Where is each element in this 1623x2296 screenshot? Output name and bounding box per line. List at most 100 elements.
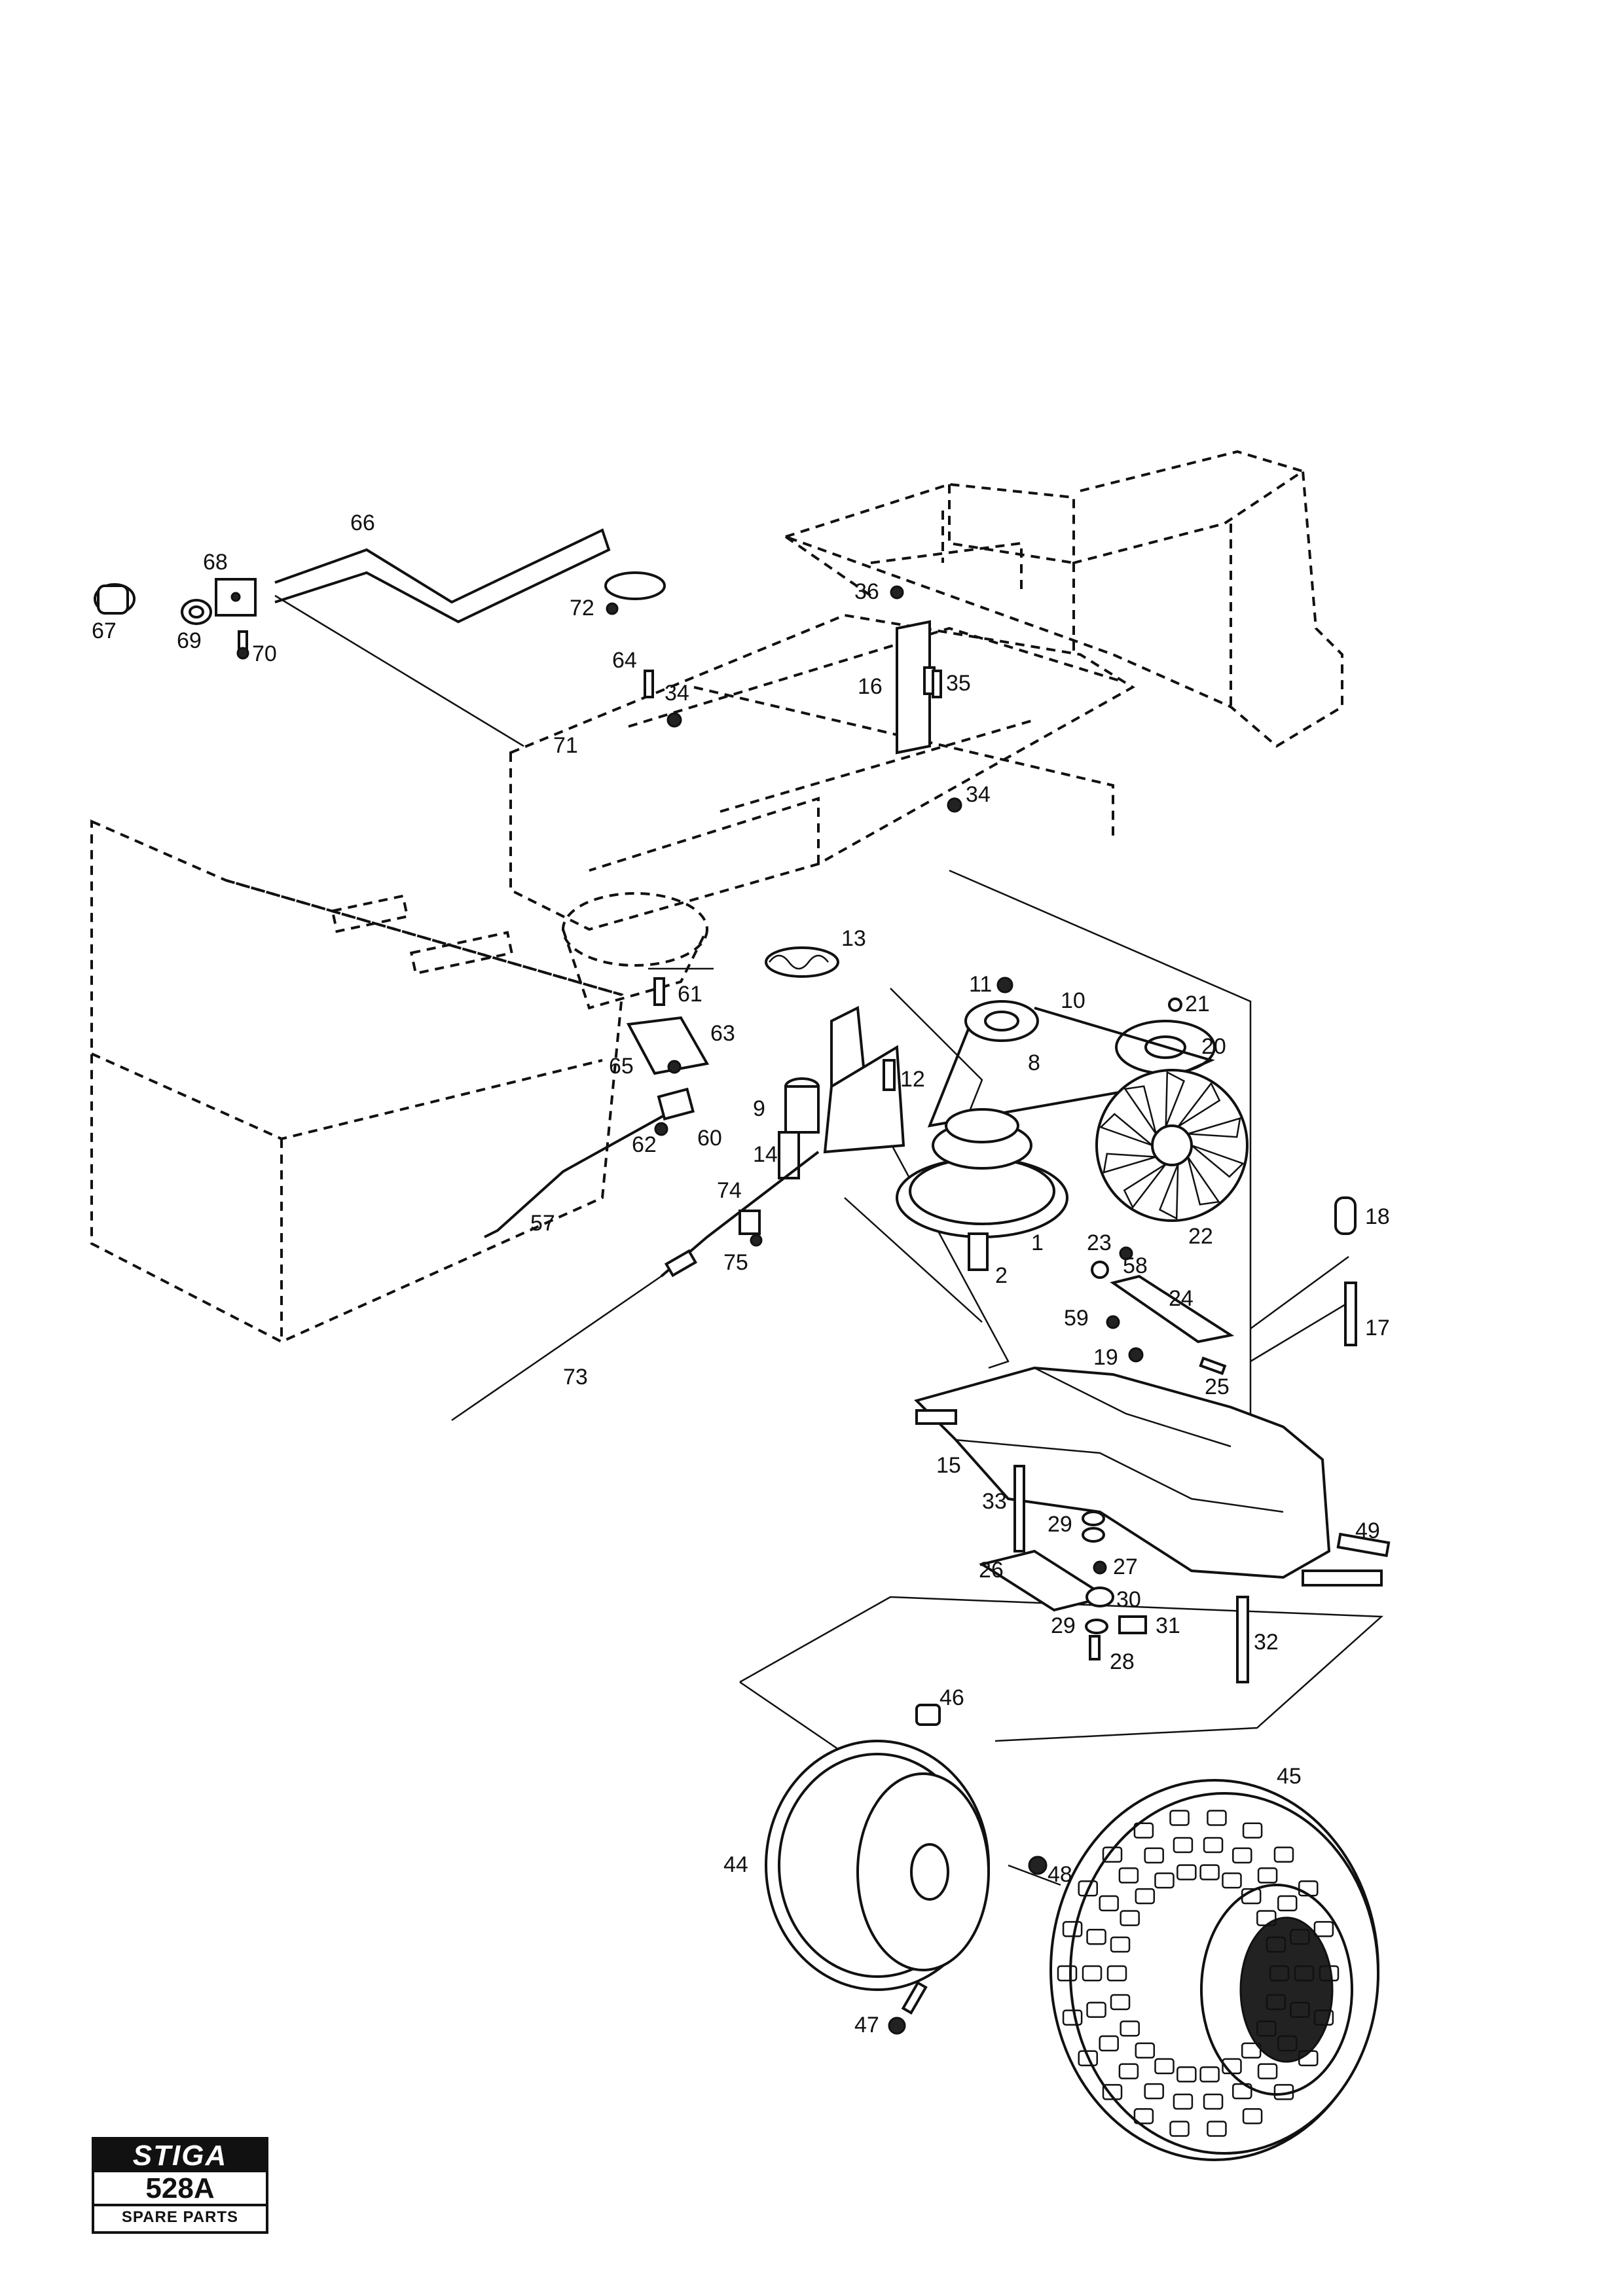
callout-34a: 34 <box>665 681 689 706</box>
callout-47: 47 <box>854 2013 879 2037</box>
callout-71: 71 <box>553 733 578 758</box>
fan-blade <box>1158 1164 1179 1220</box>
callout-12: 12 <box>900 1067 925 1092</box>
tire-tread-block <box>1118 2063 1139 2079</box>
callout-15: 15 <box>936 1453 961 1478</box>
callout-23: 23 <box>1087 1230 1112 1255</box>
callout-35: 35 <box>946 671 971 696</box>
tire-tread-block <box>1099 2035 1119 2052</box>
tire-tread-block <box>1144 1847 1164 1864</box>
tire-tread-block <box>1294 1965 1315 1982</box>
tire-tread-block <box>1120 1910 1140 1926</box>
tire-tread-block <box>1273 2084 1294 2100</box>
callout-11: 11 <box>969 972 992 997</box>
tire-tread-block <box>1313 2009 1334 2026</box>
tire-tread-block <box>1078 1880 1098 1897</box>
callout-24: 24 <box>1169 1286 1194 1311</box>
callout-18: 18 <box>1365 1204 1390 1229</box>
callout-27: 27 <box>1113 1554 1138 1579</box>
tire-tread-block <box>1319 1965 1340 1982</box>
fan-blade <box>1123 1085 1157 1135</box>
callout-45: 45 <box>1277 1764 1302 1789</box>
tire-tread-block <box>1203 2093 1224 2110</box>
tire-tread-block <box>1173 1837 1194 1854</box>
fan-blade <box>1187 1156 1220 1206</box>
tire-tread-block <box>1298 2050 1319 2067</box>
tire-tread-block <box>1176 1864 1197 1880</box>
tire-tread-block <box>1257 2063 1278 2079</box>
tire-tread-block <box>1199 1864 1220 1880</box>
tire-tread-block <box>1173 2093 1194 2110</box>
callout-34b: 34 <box>966 782 991 807</box>
tire-tread-block <box>1154 1872 1175 1889</box>
tire-tread-block <box>1086 1928 1106 1945</box>
callout-9: 9 <box>753 1096 765 1121</box>
callout-19: 19 <box>1093 1345 1118 1370</box>
tire-tread-block <box>1144 2083 1164 2100</box>
tire-tread-block <box>1082 1965 1103 1982</box>
tire-tread-block <box>1062 1921 1083 1937</box>
tire-tread-block <box>1256 2020 1277 2037</box>
callout-74: 74 <box>717 1178 742 1203</box>
callout-8: 8 <box>1028 1050 1040 1075</box>
callout-60: 60 <box>697 1126 722 1151</box>
callout-68: 68 <box>203 550 228 575</box>
callout-2: 2 <box>995 1263 1008 1288</box>
tire-tread-block <box>1290 2001 1310 2018</box>
logo-model: 528A <box>145 2172 215 2204</box>
part-shapes <box>94 528 1391 2161</box>
callout-70: 70 <box>252 641 277 666</box>
tire-tread-block <box>1118 1867 1139 1884</box>
callout-14: 14 <box>753 1142 778 1167</box>
tire-tread-block <box>1298 1880 1319 1897</box>
tire-tread-block <box>1086 2001 1106 2018</box>
tire-tread-block <box>1135 1888 1156 1905</box>
callout-69: 69 <box>177 628 202 653</box>
callout-73: 73 <box>563 1365 588 1390</box>
callout-labels: 1 2 8 9 10 11 12 13 14 15 16 17 18 19 20… <box>92 511 1390 2037</box>
callout-65: 65 <box>609 1054 634 1079</box>
tire-tread-block <box>1277 2035 1298 2052</box>
tire-tread-block <box>1102 2084 1123 2100</box>
tire-tread-block <box>1313 1921 1334 1937</box>
tire-tread-block <box>1199 2066 1220 2083</box>
callout-72: 72 <box>570 596 594 620</box>
tire-tread-block <box>1154 2058 1175 2075</box>
callout-58: 58 <box>1123 1253 1148 1278</box>
callout-75: 75 <box>723 1250 748 1275</box>
callout-62: 62 <box>632 1132 657 1157</box>
tire-tread-block <box>1102 1846 1123 1863</box>
tire-tread-block <box>1266 1994 1286 2011</box>
callout-20: 20 <box>1201 1034 1226 1059</box>
tire-tread-block <box>1277 1895 1298 1912</box>
callout-1: 1 <box>1031 1230 1044 1255</box>
fan-blade <box>1099 1113 1153 1147</box>
tire-tread-block <box>1273 1846 1294 1863</box>
tire-tread-block <box>1106 1965 1127 1982</box>
tire-tread-block <box>1169 2121 1190 2137</box>
callout-36: 36 <box>854 579 879 604</box>
callout-61: 61 <box>678 982 702 1007</box>
tire-tread-block <box>1133 2108 1154 2125</box>
tire-tread-block <box>1120 2020 1140 2037</box>
tire-tread-block <box>1290 1928 1310 1945</box>
callout-44: 44 <box>723 1852 748 1877</box>
callout-66: 66 <box>350 511 375 535</box>
tire-tread-block <box>1232 2083 1252 2100</box>
fan-blade <box>1103 1153 1157 1174</box>
tire-tread-block <box>1222 1872 1242 1889</box>
tire-tread-block <box>1222 2058 1242 2075</box>
tire-tread-block <box>1078 2050 1098 2067</box>
callout-17: 17 <box>1365 1316 1390 1340</box>
logo-brand: STIGA <box>94 2140 266 2172</box>
tire-tread-block <box>1057 1965 1078 1982</box>
tire-tread-block <box>1266 1936 1286 1953</box>
callout-48: 48 <box>1048 1862 1072 1887</box>
tire-tread-block <box>1176 2066 1197 2083</box>
fan-blade <box>1165 1071 1186 1127</box>
logo-caption: SPARE PARTS <box>94 2204 266 2229</box>
tire-tread-block <box>1207 2121 1227 2137</box>
callout-29a: 29 <box>1048 1512 1072 1537</box>
